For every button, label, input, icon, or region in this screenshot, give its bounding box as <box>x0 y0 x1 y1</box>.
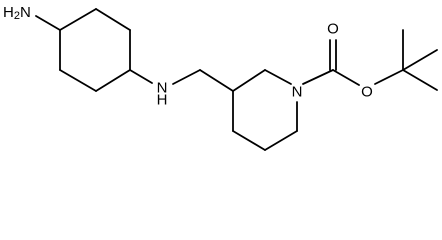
atom-nh2-label: H2N <box>3 4 31 23</box>
bond-carbonyl-c-ester-o <box>332 69 360 86</box>
bond-c4-nh <box>129 69 153 84</box>
bonds <box>35 8 438 151</box>
bond-c5-c6 <box>59 69 97 92</box>
bond-ester-o-tbu-c <box>374 69 404 85</box>
bond-nh-ch2 <box>172 69 201 85</box>
bond-tbu-methyl-down <box>402 69 438 91</box>
bond-n1-carbonyl-c <box>302 69 334 85</box>
atom-linker-n-label: N <box>157 80 168 97</box>
bond-pip-c6-c5 <box>264 130 298 151</box>
atom-labels: H2N N H N O O <box>3 4 373 109</box>
bond-c1-c2 <box>59 8 97 31</box>
bond-c1-nh2 <box>35 15 61 31</box>
bond-ch2-c3pip <box>199 69 234 92</box>
chemical-structure: H2N N H N O O <box>3 4 438 151</box>
bond-c4-c5 <box>95 69 131 92</box>
bond-pip-c3-c2 <box>232 69 266 92</box>
atom-carbonyl-o-label: O <box>327 21 339 38</box>
bond-pip-c2-n1 <box>264 69 292 85</box>
atom-ester-o-label: O <box>361 84 373 101</box>
atom-piperidine-n-label: N <box>292 84 303 101</box>
bond-tbu-methyl-right <box>402 49 438 71</box>
atom-linker-h-label: H <box>157 92 168 109</box>
bond-c2-c3 <box>95 8 131 31</box>
bond-pip-c5-c4 <box>232 130 266 151</box>
